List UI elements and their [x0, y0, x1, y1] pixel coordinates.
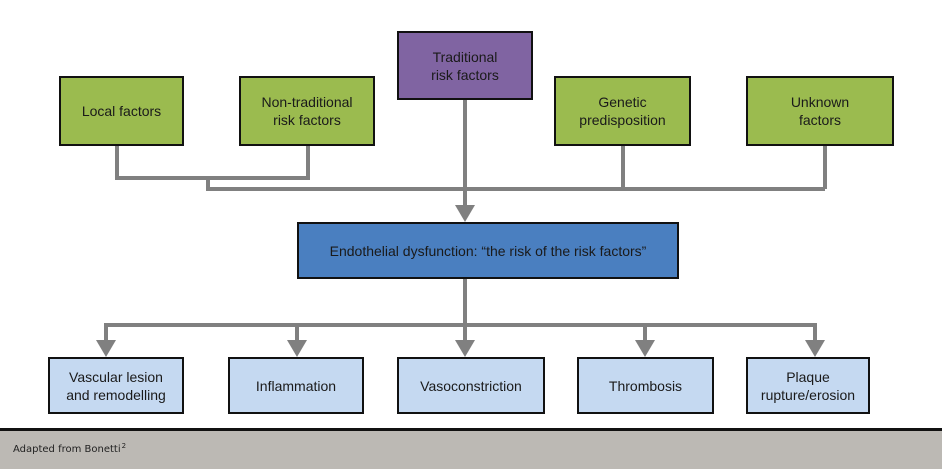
- reference-number: 2: [121, 442, 127, 450]
- box-label: Endothelial dysfunction: “the risk of th…: [329, 242, 647, 259]
- box-vasoconstriction: Vasoconstriction: [397, 357, 545, 414]
- box-label: Vascular lesion and remodelling: [66, 368, 166, 403]
- connector-lines: [96, 99, 827, 357]
- box-non-traditional-risk-factors: Non-traditional risk factors: [239, 76, 375, 146]
- box-genetic-predisposition: Genetic predisposition: [554, 76, 691, 146]
- arrowhead-vascular: [96, 340, 116, 357]
- connector-bracket-to-bus: [206, 178, 825, 191]
- box-label: Unknown factors: [790, 94, 850, 128]
- box-label: Traditional risk factors: [431, 48, 499, 83]
- box-plaque-rupture: Plaque rupture/erosion: [746, 357, 870, 414]
- connector-local-nontraditional: [115, 145, 310, 180]
- box-local-factors: Local factors: [59, 76, 184, 146]
- source-footer: Adapted from Bonetti2: [0, 428, 942, 469]
- box-label: Thrombosis: [608, 377, 683, 394]
- box-endothelial-dysfunction: Endothelial dysfunction: “the risk of th…: [297, 222, 679, 279]
- arrowhead-vasoconstriction: [455, 340, 475, 357]
- box-label: Non-traditional risk factors: [261, 94, 353, 128]
- box-inflammation: Inflammation: [228, 357, 364, 414]
- box-label: Vasoconstriction: [420, 377, 522, 394]
- connector-outcome-bus: [104, 323, 817, 342]
- box-label: Plaque rupture/erosion: [760, 368, 856, 403]
- arrowhead-thrombosis: [635, 340, 655, 357]
- box-thrombosis: Thrombosis: [577, 357, 714, 414]
- box-label: Inflammation: [255, 377, 337, 394]
- box-label: Genetic predisposition: [579, 94, 666, 128]
- source-citation: Adapted from Bonetti2: [13, 442, 127, 455]
- box-vascular-lesion: Vascular lesion and remodelling: [48, 357, 184, 414]
- box-label: Local factors: [81, 103, 162, 119]
- arrowhead-inflammation: [287, 340, 307, 357]
- box-unknown-factors: Unknown factors: [746, 76, 894, 146]
- arrowhead-center: [455, 205, 475, 222]
- source-text: Adapted from Bonetti: [13, 444, 121, 455]
- box-traditional-risk-factors: Traditional risk factors: [397, 31, 533, 100]
- arrowhead-plaque: [805, 340, 825, 357]
